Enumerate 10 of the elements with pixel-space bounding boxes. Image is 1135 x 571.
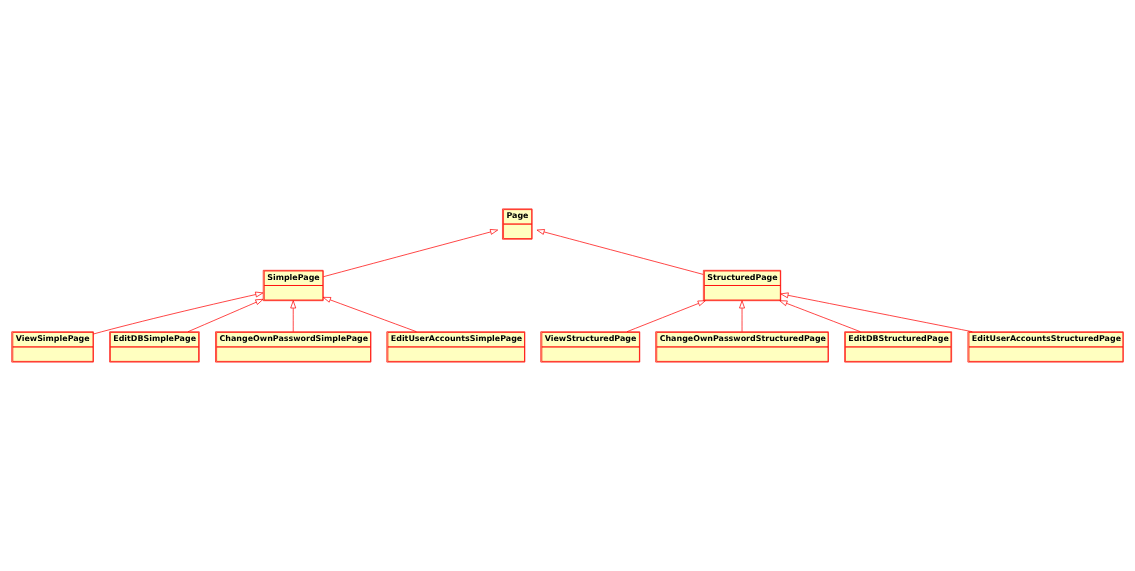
- arrow: [93, 291, 264, 335]
- arrow: [323, 229, 499, 278]
- arrow: [187, 298, 264, 333]
- arrow: [780, 292, 973, 333]
- arrow: [536, 229, 704, 275]
- arrow: [290, 300, 297, 333]
- arrow: [322, 296, 417, 333]
- arrow: [779, 300, 861, 333]
- arrow: [739, 300, 745, 333]
- arrow: [626, 300, 706, 333]
